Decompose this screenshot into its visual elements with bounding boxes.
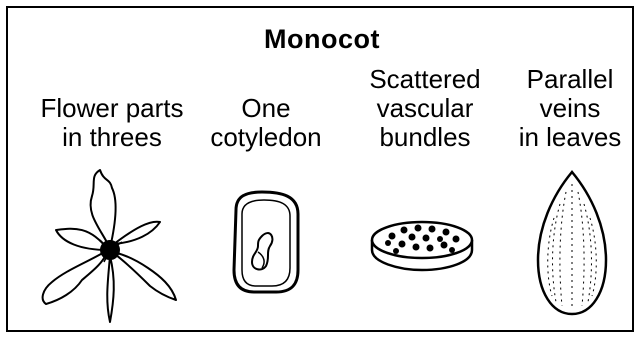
stem-cross-section-icon: [372, 222, 472, 270]
trillium-flower-icon: [43, 170, 176, 322]
parallel-vein-leaf-icon: [538, 172, 606, 314]
monocot-seed-icon: [234, 192, 298, 292]
